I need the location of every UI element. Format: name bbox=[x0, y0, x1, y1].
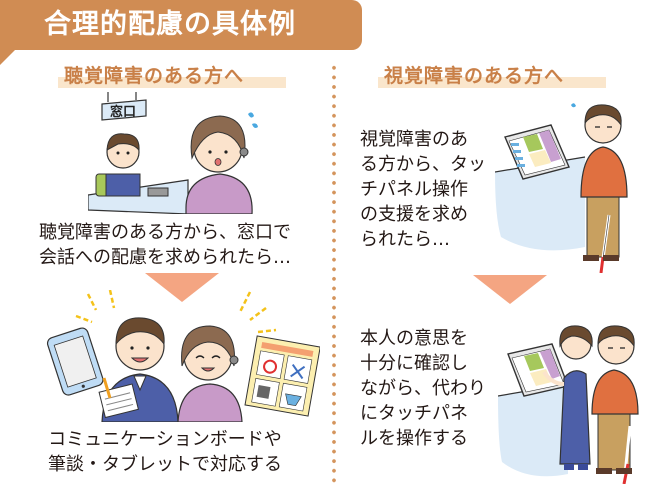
down-arrow-icon bbox=[145, 273, 219, 302]
visual-situation-caption: 視覚障害のあ る方から、タッ チパネル操作 の支援を求め られたら… bbox=[360, 127, 486, 252]
caption-line: 本人の意思を bbox=[360, 328, 468, 349]
caption-line: 視覚障害のあ bbox=[360, 129, 468, 150]
confused-woman-illustration bbox=[185, 112, 258, 214]
hearing-situation-caption: 聴覚障害のある方から、窓口で 会話への配慮を求められたら… bbox=[12, 220, 318, 270]
column-divider bbox=[332, 63, 336, 483]
heading-highlight bbox=[378, 77, 606, 88]
caption-line: 会話への配慮を求められたら… bbox=[39, 247, 291, 268]
caption-line: ながら、代わり bbox=[360, 378, 486, 399]
caption-line: の支援を求め bbox=[360, 204, 468, 225]
caption-line: られたら… bbox=[360, 229, 450, 250]
caption-line: 聴覚障害のある方から、窓口で bbox=[39, 222, 291, 243]
visual-response-illustration bbox=[498, 325, 639, 484]
hearing-response-illustration bbox=[46, 290, 320, 422]
down-arrow-icon bbox=[473, 275, 547, 304]
counter-sign-text: 窓口 bbox=[110, 104, 136, 120]
caption-line: る方から、タッ bbox=[360, 154, 486, 175]
caption-line: ルを操作する bbox=[360, 428, 468, 449]
heading-highlight bbox=[58, 77, 286, 88]
page-title: 合理的配慮の具体例 bbox=[44, 9, 296, 40]
hearing-section-heading: 聴覚障害のある方へ bbox=[58, 64, 286, 88]
caption-line: チパネル操作 bbox=[360, 179, 468, 200]
banner-tail bbox=[0, 49, 16, 65]
hearing-response-caption: コミュニケーションボードや 筆談・タブレットで対応する bbox=[12, 427, 318, 477]
visual-section-heading: 視覚障害のある方へ bbox=[378, 64, 606, 88]
title-banner: 合理的配慮の具体例 bbox=[0, 0, 362, 50]
caption-line: 筆談・タブレットで対応する bbox=[48, 454, 282, 475]
caption-line: 十分に確認し bbox=[360, 353, 468, 374]
caption-line: にタッチパネ bbox=[360, 403, 468, 424]
hearing-heading-text: 聴覚障害のある方へ bbox=[64, 65, 245, 87]
caption-line: コミュニケーションボードや bbox=[48, 429, 282, 450]
hearing-counter-illustration: 窓口 bbox=[88, 92, 189, 214]
visual-heading-text: 視覚障害のある方へ bbox=[384, 65, 565, 87]
visual-situation-illustration bbox=[495, 103, 628, 273]
visual-response-caption: 本人の意思を 十分に確認し ながら、代わり にタッチパネ ルを操作する bbox=[360, 326, 486, 451]
